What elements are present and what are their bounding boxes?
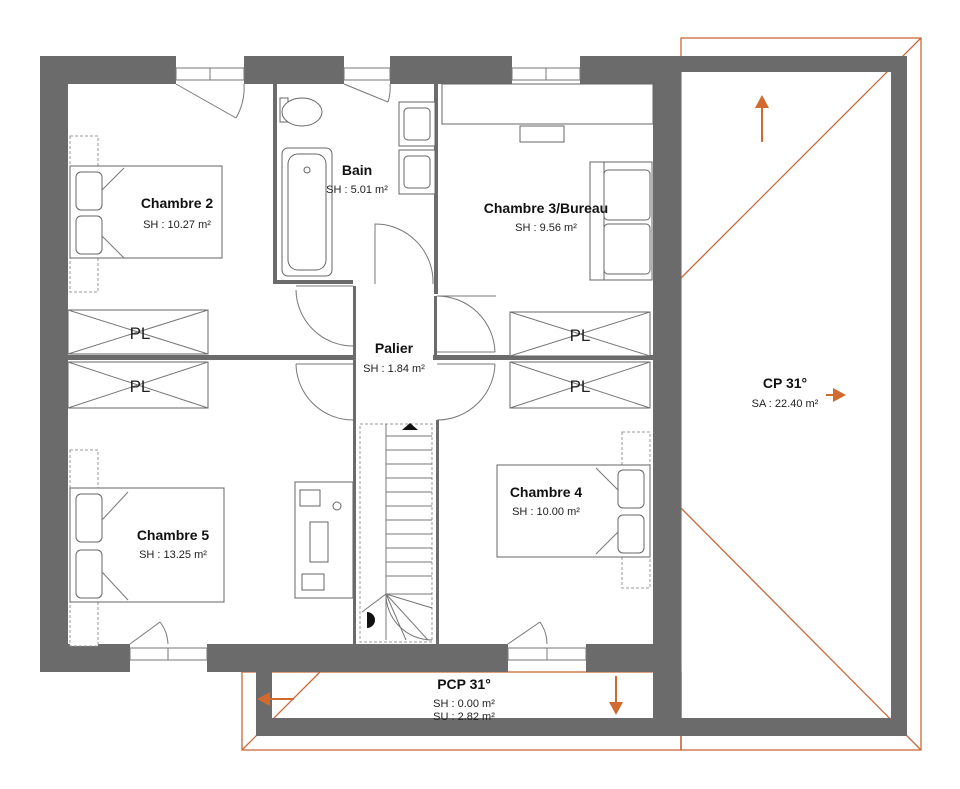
stair-start-marker-icon — [367, 612, 375, 628]
room-labels: Chambre 2 SH : 10.27 m² Bain SH : 5.01 m… — [137, 162, 819, 723]
furniture — [69, 83, 654, 647]
room-name-chambre-2: Chambre 2 — [141, 195, 214, 211]
room-name-bain: Bain — [342, 162, 372, 178]
desk-chambre-3 — [441, 83, 654, 143]
cp-hip-line-bottom — [680, 507, 922, 751]
bed-chambre-5 — [69, 449, 225, 647]
room-name-chambre-4: Chambre 4 — [510, 484, 583, 500]
bed-chambre-2 — [69, 135, 223, 293]
closet-chambre-3: PL — [509, 311, 651, 357]
pcp-hip-line — [241, 671, 321, 751]
room-name-chambre-3: Chambre 3/Bureau — [484, 200, 608, 216]
bed-chambre-4 — [496, 431, 651, 589]
closet-label: PL — [570, 377, 591, 396]
cp-hip-line-top — [680, 37, 922, 279]
roof-area-pcp-sh: SH : 0.00 m² — [433, 698, 495, 710]
walls — [40, 56, 907, 736]
desk-chambre-5 — [294, 481, 354, 599]
room-area-chambre-5: SH : 13.25 m² — [139, 549, 207, 561]
room-area-chambre-3: SH : 9.56 m² — [515, 222, 577, 234]
room-area-bain: SH : 5.01 m² — [326, 184, 388, 196]
closet-chambre-4: PL — [509, 361, 651, 409]
closet-chambre-5: PL — [67, 361, 209, 409]
closet-label: PL — [130, 324, 151, 343]
room-area-palier: SH : 1.84 m² — [363, 363, 425, 375]
windows — [129, 67, 587, 661]
bathtub — [281, 147, 333, 277]
stair-direction-arrow-icon — [402, 423, 418, 430]
slope-arrow-down-icon — [609, 676, 623, 715]
slope-arrows — [257, 95, 846, 715]
roof-area-pcp-su: SU : 2.82 m² — [433, 711, 495, 723]
room-name-chambre-5: Chambre 5 — [137, 527, 210, 543]
room-area-chambre-2: SH : 10.27 m² — [143, 219, 211, 231]
roof-name-cp: CP 31° — [763, 375, 807, 391]
toilet — [279, 97, 323, 127]
closet-label: PL — [570, 326, 591, 345]
cp-roof-outline — [680, 37, 922, 751]
slope-arrow-right-icon — [826, 388, 846, 402]
slope-arrow-up-icon — [755, 95, 769, 142]
room-area-chambre-4: SH : 10.00 m² — [512, 506, 580, 518]
slope-arrow-left-icon — [257, 692, 294, 706]
closet-chambre-2: PL — [67, 309, 209, 355]
closet-label: PL — [130, 377, 151, 396]
closets: PL PL PL PL — [67, 309, 651, 409]
staircase — [359, 423, 433, 643]
sofa-chambre-3 — [589, 161, 653, 281]
room-name-palier: Palier — [375, 340, 414, 356]
roof-name-pcp: PCP 31° — [437, 676, 491, 692]
roof-area-cp: SA : 22.40 m² — [752, 398, 819, 410]
sinks — [398, 101, 436, 195]
